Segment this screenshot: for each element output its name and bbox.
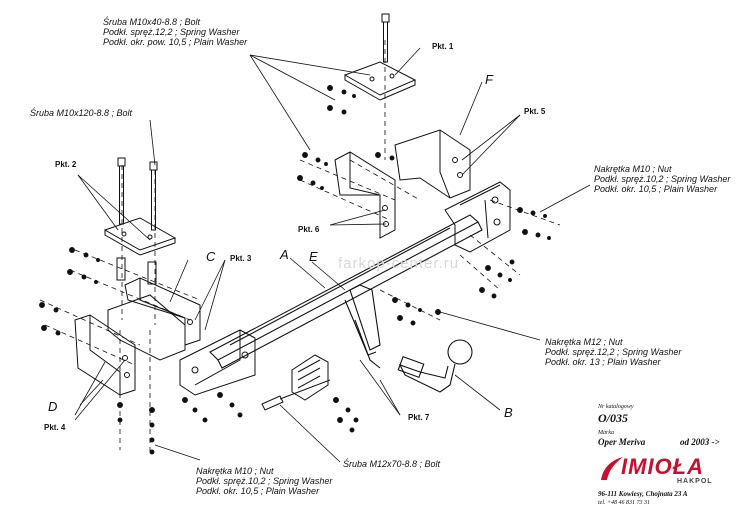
- plate-pkt2: [103, 217, 177, 256]
- callout-nut-m10-right-line2: Podkł. spręż.10,2 ; Spring Washer: [594, 174, 731, 184]
- callout-bolt-m12x70: Śruba M12x70-8.8 ; Bolt: [343, 459, 441, 469]
- callout-nut-m10-bottom-line3: Podkł. okr. 10,5 ; Plain Washer: [196, 486, 320, 496]
- left-bracket: [107, 277, 201, 361]
- brand-name: IMIOŁA: [621, 454, 704, 479]
- callout-nut-m10-right-line1: Nakrętka M10 ; Nut: [594, 164, 672, 174]
- socket-plate: [291, 354, 329, 401]
- label-pkt4: Pkt. 4: [44, 423, 66, 432]
- assembly-guide-lines: [39, 40, 561, 455]
- bolt-m12x70: [261, 379, 331, 411]
- part-letter-b: B: [504, 405, 513, 420]
- part-letter-d: D: [48, 399, 58, 414]
- part-letter-f: F: [485, 72, 493, 87]
- company-address: 96-111 Kowiesy, Chojnata 23 A: [598, 490, 688, 498]
- label-pkt2: Pkt. 2: [55, 160, 77, 169]
- catalog-label: Nr katalogowy: [598, 404, 634, 410]
- fasteners: [39, 85, 551, 455]
- tow-ball: [397, 339, 473, 393]
- left-side-plate: [74, 314, 136, 396]
- brand-sub: HAKPOL: [677, 478, 713, 485]
- label-pkt6: Pkt. 6: [298, 225, 320, 234]
- ball-neck: [344, 284, 381, 369]
- label-pkt7: Pkt. 7: [408, 413, 430, 422]
- car-model: Oper Meriva: [598, 437, 646, 447]
- make-label: Marka: [598, 430, 614, 436]
- logo-swoosh-icon: [601, 457, 623, 480]
- callout-bolt-m10x120: Śruba M10x120-8.8 ; Bolt: [30, 108, 133, 118]
- callout-nut-m10-right-line3: Podkł. okr. 10,5 ; Plain Washer: [594, 184, 718, 194]
- main-crossbar: [209, 214, 483, 369]
- brand-logo: IMIOŁA HAKPOL: [597, 450, 717, 486]
- callout-bolt-m10x40-line1: Śruba M10x40-8.8 ; Bolt: [103, 17, 201, 27]
- part-letter-e: E: [309, 249, 318, 264]
- label-pkt5: Pkt. 5: [524, 107, 546, 116]
- leader-lines: [74, 47, 591, 463]
- callout-nut-m10-bottom-line1: Nakrętka M10 ; Nut: [196, 466, 274, 476]
- company-phone: tel. +48 46 831 73 31: [598, 500, 651, 506]
- plate-pkt1: [343, 61, 417, 101]
- part-letter-c: C: [206, 249, 216, 264]
- left-mount-flange: [179, 329, 256, 396]
- label-pkt1: Pkt. 1: [432, 42, 454, 51]
- right-bracket: [444, 181, 511, 253]
- callout-nut-m12-line3: Podkł. okr. 13 ; Plain Washer: [545, 357, 661, 367]
- upper-right-plate: [394, 129, 471, 199]
- callout-bolt-m10x40-line3: Podkł. okr. pow. 10,5 ; Plain Washer: [103, 37, 248, 47]
- watermark: farkop-center.ru: [338, 255, 460, 272]
- catalog-number: O/035: [598, 411, 628, 425]
- callout-nut-m10-bottom-line2: Podkł. spręż.10,2 ; Spring Washer: [196, 476, 333, 486]
- long-bolts: [116, 13, 390, 285]
- callout-nut-m12-line1: Nakrętka M12 ; Nut: [545, 337, 623, 347]
- callout-nut-m12-line2: Podkł. spręż.12,2 ; Spring Washer: [545, 347, 682, 357]
- part-letter-a: A: [280, 247, 289, 262]
- production-year: od 2003 ->: [680, 437, 720, 447]
- label-pkt3: Pkt. 3: [230, 254, 252, 263]
- callout-bolt-m10x40-line2: Podkł. spręż.12,2 ; Spring Washer: [103, 27, 240, 37]
